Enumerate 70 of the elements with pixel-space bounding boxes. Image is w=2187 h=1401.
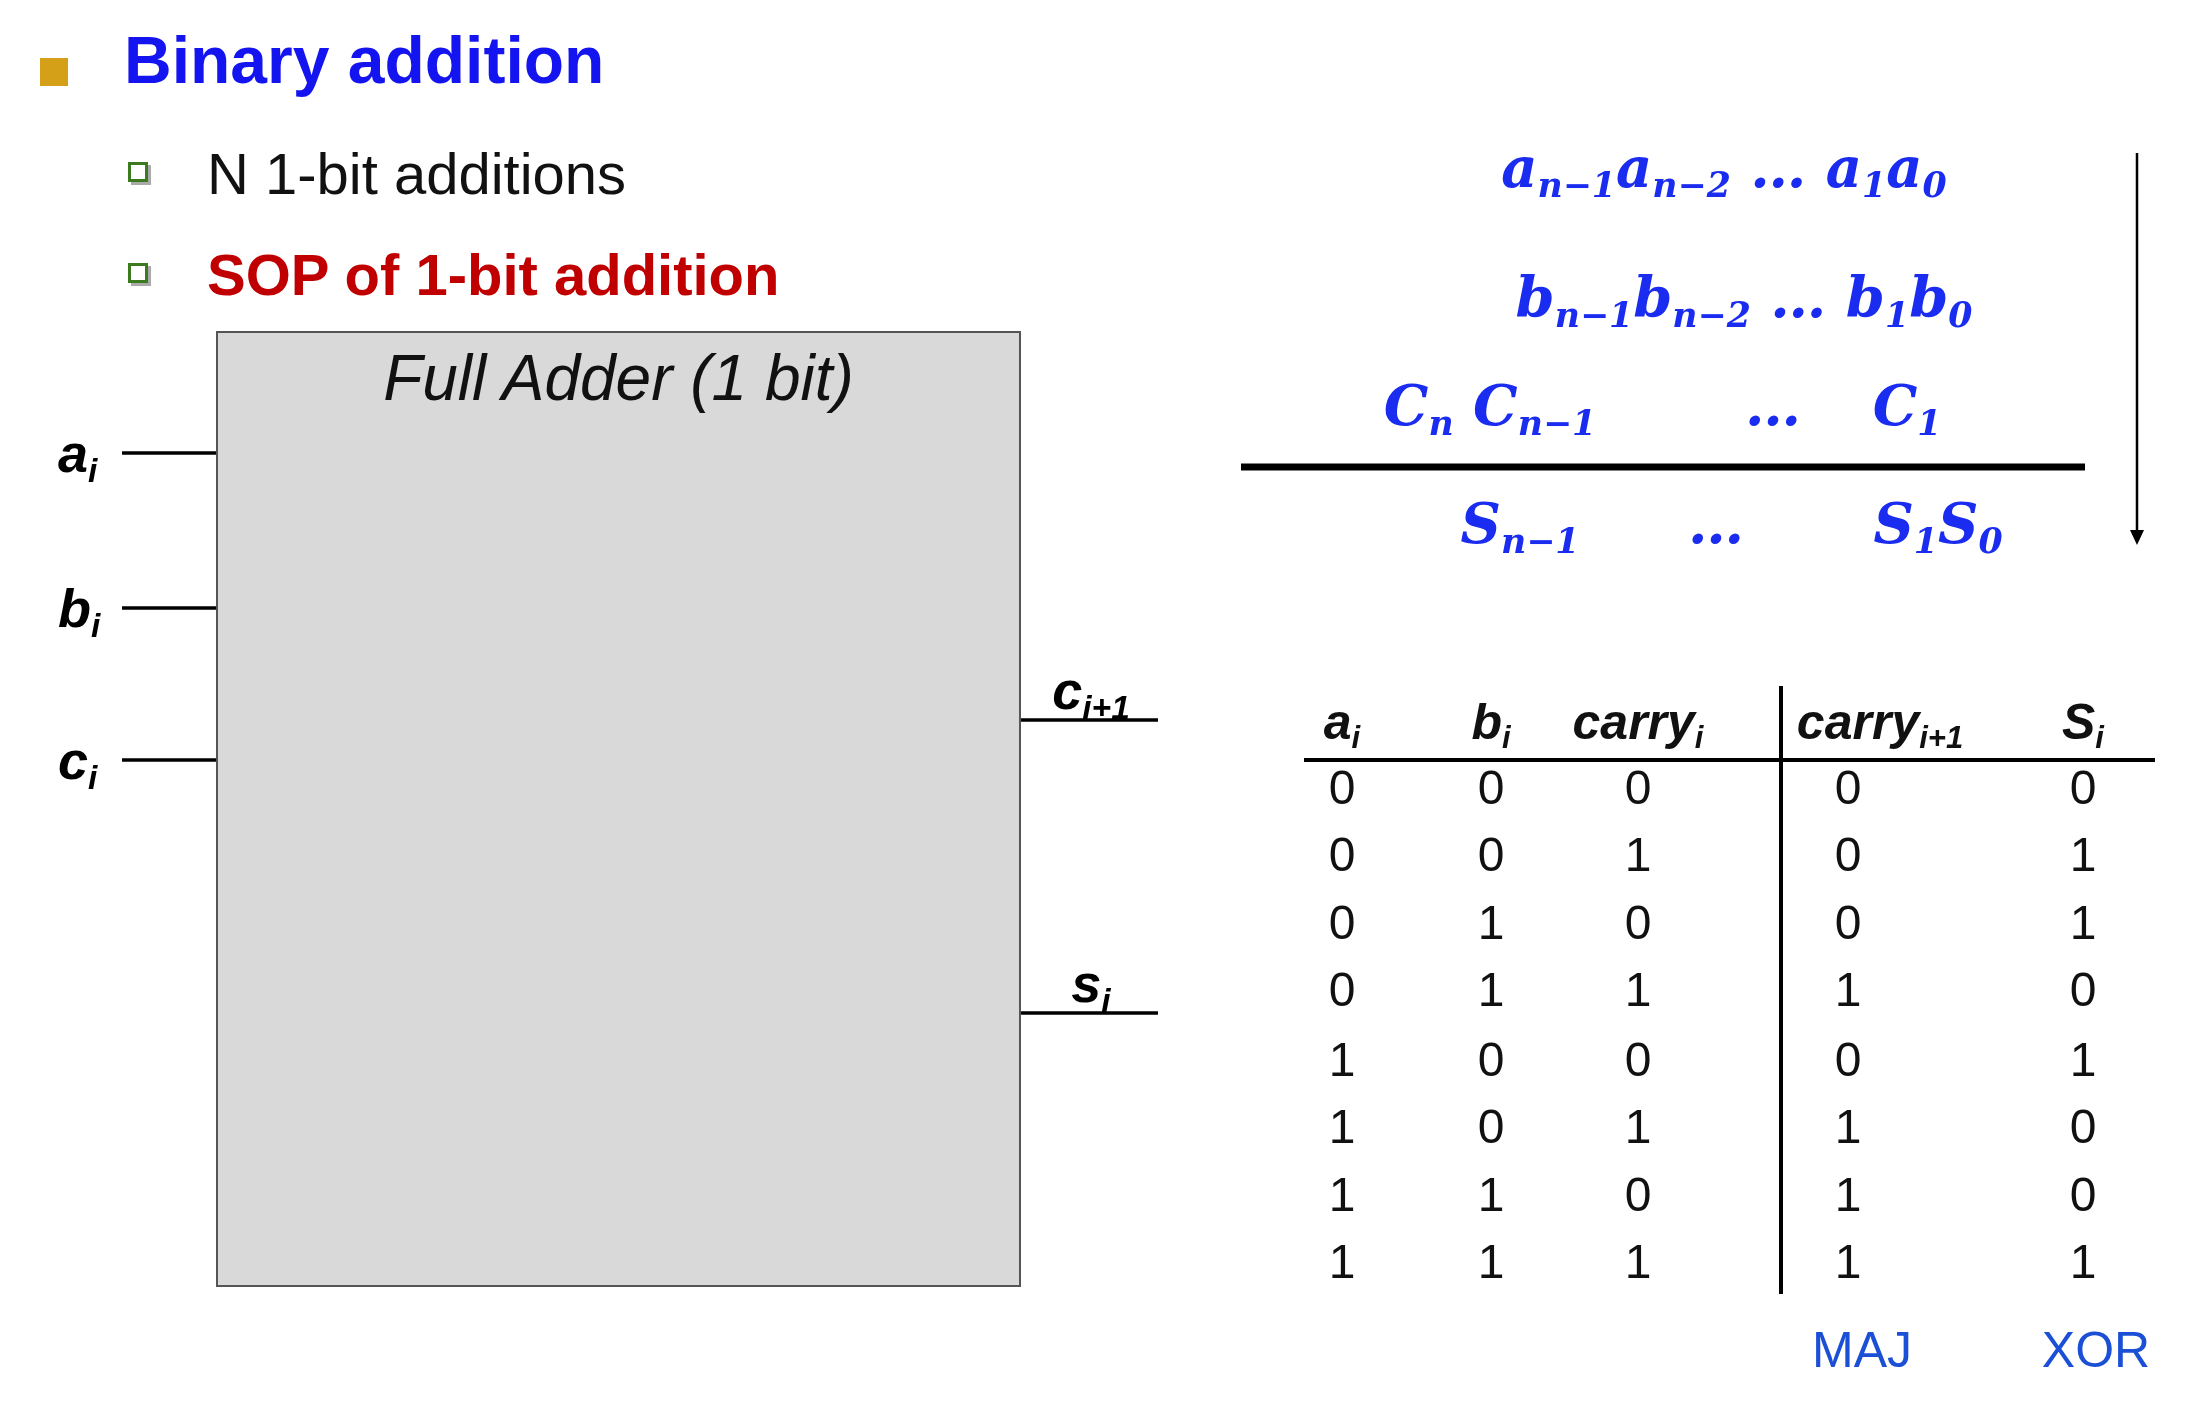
table-value: 0 — [1624, 1167, 1652, 1223]
table-value: 0 — [1477, 760, 1505, 816]
bullet-text: SOP of 1-bit addition — [207, 241, 780, 309]
wire — [1021, 718, 1158, 722]
table-value: 1 — [1624, 827, 1652, 883]
table-value: 0 — [1328, 760, 1356, 816]
column-header: b$_{i}$ — [1471, 693, 1511, 758]
binary-digits: a$_{n−1}$a$_{n−2}$ … a$_{1}$a$_{0}$ — [1501, 133, 1947, 208]
table-value: 0 — [1624, 895, 1652, 951]
binary-digits: … — [1745, 371, 1801, 440]
wire — [122, 758, 216, 762]
table-value: 0 — [1834, 895, 1862, 951]
table-value: 1 — [1624, 1234, 1652, 1290]
function-name: MAJ — [1812, 1321, 1912, 1380]
table-value: 0 — [1624, 760, 1652, 816]
signal-name: s$_{i}$ — [1024, 953, 1158, 1013]
table-value: 0 — [1834, 760, 1862, 816]
table-value: 1 — [1477, 962, 1505, 1018]
binary-digits: S$_{1}$S$_{0}$ — [1873, 489, 2003, 564]
table-value: 0 — [1834, 827, 1862, 883]
table-value: 1 — [1834, 1099, 1862, 1155]
table-value: 1 — [2069, 1234, 2097, 1290]
binary-digits: C$_{n}$ C$_{n−1}$ — [1383, 371, 1597, 446]
table-value: 1 — [1477, 1234, 1505, 1290]
binary-digits: … — [1688, 489, 1744, 558]
table-value: 1 — [1624, 1099, 1652, 1155]
table-value: 0 — [2069, 962, 2097, 1018]
table-value: 1 — [1834, 1234, 1862, 1290]
column-header: carry$_{i+1}$ — [1796, 693, 1964, 758]
table-value: 0 — [1328, 827, 1356, 883]
full-adder-block — [216, 331, 1021, 1287]
column-header: carry$_{i}$ — [1572, 693, 1704, 758]
table-value: 0 — [1624, 1032, 1652, 1088]
table-value: 0 — [1834, 1032, 1862, 1088]
table-value: 1 — [1477, 1167, 1505, 1223]
table-value: 0 — [1477, 1032, 1505, 1088]
column-header: a$_{i}$ — [1323, 693, 1361, 758]
table-value: 0 — [1477, 1099, 1505, 1155]
wire — [122, 451, 216, 455]
table-value: 1 — [2069, 1032, 2097, 1088]
table-value: 1 — [1328, 1167, 1356, 1223]
title: Binary addition — [124, 22, 605, 98]
bullet-text: N 1-bit additions — [207, 140, 627, 208]
binary-digits: C$_{1}$ — [1872, 371, 1942, 446]
table-value: 1 — [1477, 895, 1505, 951]
wire — [1021, 1011, 1158, 1015]
block-title: Full Adder (1 bit) — [382, 341, 855, 415]
table-value: 0 — [1477, 827, 1505, 883]
table-value: 1 — [1834, 1167, 1862, 1223]
wire — [122, 606, 216, 610]
binary-digits: b$_{n−1}$b$_{n−2}$ … b$_{1}$b$_{0}$ — [1515, 263, 1973, 338]
signal-name: a$_{i}$ — [58, 418, 122, 488]
table-value: 1 — [1834, 962, 1862, 1018]
signal-name: c$_{i}$ — [58, 725, 122, 795]
binary-digits: S$_{n−1}$ — [1460, 489, 1580, 564]
table-value: 1 — [2069, 827, 2097, 883]
function-name: XOR — [2041, 1321, 2151, 1380]
column-header: S$_{i}$ — [2062, 693, 2104, 758]
signal-name: b$_{i}$ — [58, 573, 122, 643]
signal-name: c$_{i+1}$ — [1024, 660, 1158, 720]
table-value: 1 — [1328, 1234, 1356, 1290]
table-value: 1 — [1624, 962, 1652, 1018]
table-value: 0 — [1328, 895, 1356, 951]
table-value: 1 — [1328, 1032, 1356, 1088]
table-value: 1 — [2069, 895, 2097, 951]
table-value: 0 — [1328, 962, 1356, 1018]
table-value: 0 — [2069, 760, 2097, 816]
table-value: 0 — [2069, 1167, 2097, 1223]
table-value: 0 — [2069, 1099, 2097, 1155]
table-value: 1 — [1328, 1099, 1356, 1155]
